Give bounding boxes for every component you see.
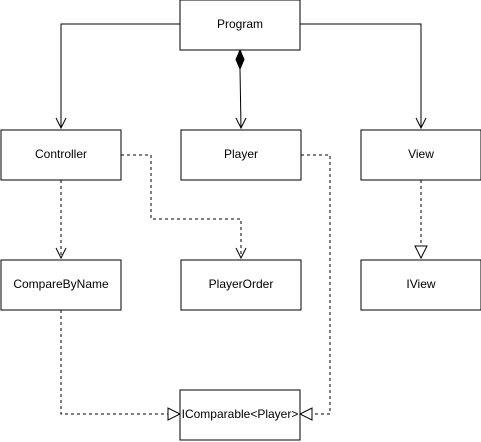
arrowhead-view: [415, 117, 427, 130]
node-player-label: Player: [224, 147, 258, 161]
edge-comparebyname-icomparable: [60, 310, 168, 415]
node-program[interactable]: Program: [179, 0, 301, 51]
node-comparebyname[interactable]: CompareByName: [0, 259, 122, 311]
edge-program-controller: [60, 23, 180, 128]
realization-triangle-right: [298, 407, 313, 421]
edge-program-player: [239, 68, 242, 129]
node-comparebyname-label: CompareByName: [13, 277, 109, 291]
node-icomparable[interactable]: IComparable<Player>: [179, 389, 301, 441]
node-iview-label: IView: [406, 277, 435, 291]
composition-diamond-icon: [235, 48, 245, 71]
arrowhead-comparebyname: [55, 247, 67, 260]
edge-player-icomparable: [301, 154, 331, 415]
arrowhead-player: [235, 117, 247, 130]
node-player[interactable]: Player: [180, 129, 302, 181]
node-program-label: Program: [217, 17, 263, 31]
arrowhead-playerorder: [235, 247, 247, 260]
node-view[interactable]: View: [360, 129, 481, 181]
node-icomparable-label: IComparable<Player>: [182, 407, 299, 421]
node-iview[interactable]: IView: [360, 259, 481, 311]
edge-controller-playerorder: [121, 154, 242, 258]
node-view-label: View: [408, 147, 434, 161]
node-playerorder[interactable]: PlayerOrder: [180, 259, 302, 311]
node-controller[interactable]: Controller: [0, 129, 122, 181]
node-playerorder-label: PlayerOrder: [209, 277, 274, 291]
realization-triangle-iview: [414, 245, 428, 260]
arrowhead-controller: [55, 117, 67, 130]
edge-program-view: [300, 23, 422, 128]
edges: [55, 23, 428, 421]
realization-triangle-left: [167, 407, 182, 421]
node-controller-label: Controller: [35, 147, 87, 161]
